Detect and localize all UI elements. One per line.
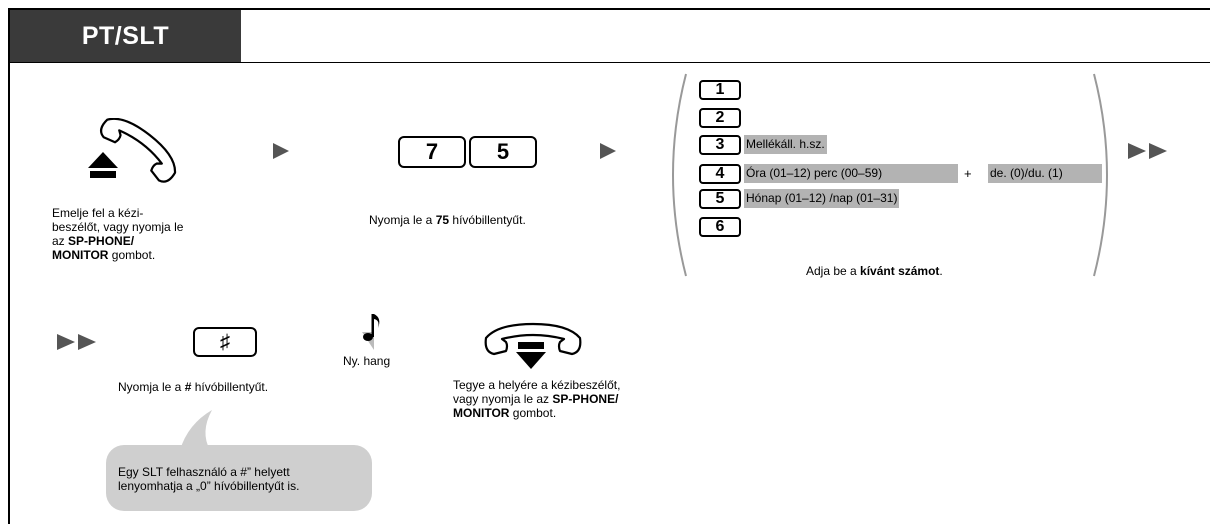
- tone-label: Ny. hang: [343, 354, 391, 368]
- option-key-4: 4: [699, 164, 741, 184]
- key-7: 7: [398, 136, 466, 168]
- onhook-down-arrow-icon: [514, 342, 548, 375]
- handset-offhook-icon: [76, 117, 188, 188]
- note-text: Egy SLT felhasználó a #” helyett lenyomh…: [118, 465, 299, 493]
- option-key-3-label: 3: [715, 136, 725, 153]
- option-key-2-label: 2: [715, 109, 725, 126]
- step1-line2: beszélőt, vagy nyomja le: [52, 220, 184, 234]
- step3-desc-post: .: [939, 264, 943, 278]
- step2-desc-pre: Nyomja le a: [369, 213, 436, 227]
- triangle-arrow-icon: [600, 143, 616, 159]
- step2-desc-bold: 75: [435, 213, 450, 227]
- step1-line3-bold: SP-PHONE/: [68, 234, 135, 248]
- option-3-label: Mellékáll. h.sz.: [744, 135, 827, 154]
- key-5-label: 5: [496, 139, 510, 164]
- ampm-label: de. (0)/du. (1): [988, 164, 1102, 183]
- step4-description: Nyomja le a # hívóbillentyűt.: [118, 380, 268, 394]
- key-7-label: 7: [425, 139, 439, 164]
- note-line2: lenyomhatja a „0” hívóbillentyűt is.: [118, 479, 300, 493]
- step1-line3: az: [52, 234, 69, 248]
- option-key-1: 1: [699, 80, 741, 100]
- step5-line2: vagy nyomja le az: [453, 392, 553, 406]
- plus-sign: +: [964, 166, 972, 181]
- key-5: 5: [469, 136, 537, 168]
- section-tab-label: PT/SLT: [81, 21, 170, 50]
- option-key-6: 6: [699, 217, 741, 237]
- step5-line3-rest: gombot.: [509, 406, 557, 420]
- step4-desc-post: hívóbillentyűt.: [191, 380, 269, 394]
- step5-line2-bold: SP-PHONE/: [552, 392, 619, 406]
- frame-left-border: [8, 8, 10, 524]
- step4-desc-bold: #: [184, 380, 192, 394]
- triangle-arrow-icon: [273, 143, 289, 159]
- option-5-label: Hónap (01–12) /nap (01–31): [744, 189, 900, 208]
- note-line1: Egy SLT felhasználó a #” helyett: [118, 465, 290, 479]
- option-4-label: Óra (01–12) perc (00–59): [744, 164, 958, 183]
- step2-desc-post: hívóbillentyűt.: [449, 213, 526, 227]
- step3-desc-bold: kívánt számot: [860, 264, 940, 278]
- option-key-5: 5: [699, 189, 741, 209]
- note-bubble: Egy SLT felhasználó a #” helyett lenyomh…: [106, 445, 372, 511]
- step1-line1: Emelje fel a kézi-: [52, 206, 144, 220]
- step3-desc-pre: Adja be a: [806, 264, 861, 278]
- frame-top-border: [8, 8, 1210, 10]
- step4-desc-pre: Nyomja le a: [118, 380, 185, 394]
- step3-description: Adja be a kívánt számot.: [806, 264, 943, 278]
- left-parenthesis: [660, 72, 690, 281]
- hash-key-symbol: ♯: [220, 330, 230, 353]
- step1-line4-rest: gombot.: [108, 248, 156, 262]
- option-key-6-label: 6: [715, 218, 725, 235]
- note-bubble-tail: [170, 410, 220, 453]
- step2-description: Nyomja le a 75 hívóbillentyűt.: [369, 213, 526, 227]
- double-triangle-arrow-icon: [57, 333, 101, 354]
- double-triangle-arrow-icon: [1128, 142, 1172, 163]
- handset-onhook-icon: [480, 318, 586, 361]
- tab-underline: [10, 62, 1210, 63]
- hash-key: ♯: [193, 327, 257, 357]
- option-key-1-label: 1: [715, 81, 725, 98]
- offhook-up-arrow-icon: [86, 150, 120, 187]
- step1-line4-bold: MONITOR: [52, 248, 109, 262]
- step5-description: Tegye a helyére a kézibeszélőt, vagy nyo…: [453, 378, 620, 420]
- right-parenthesis: [1090, 72, 1120, 281]
- step1-description: Emelje fel a kézi- beszélőt, vagy nyomja…: [52, 206, 183, 262]
- option-key-4-label: 4: [715, 165, 725, 182]
- music-note-icon: [360, 310, 386, 355]
- option-key-3: 3: [699, 135, 741, 155]
- step5-line3-bold: MONITOR: [453, 406, 510, 420]
- option-key-5-label: 5: [715, 190, 725, 207]
- section-tab: PT/SLT: [10, 10, 241, 62]
- step5-line1: Tegye a helyére a kézibeszélőt,: [453, 378, 621, 392]
- option-key-2: 2: [699, 108, 741, 128]
